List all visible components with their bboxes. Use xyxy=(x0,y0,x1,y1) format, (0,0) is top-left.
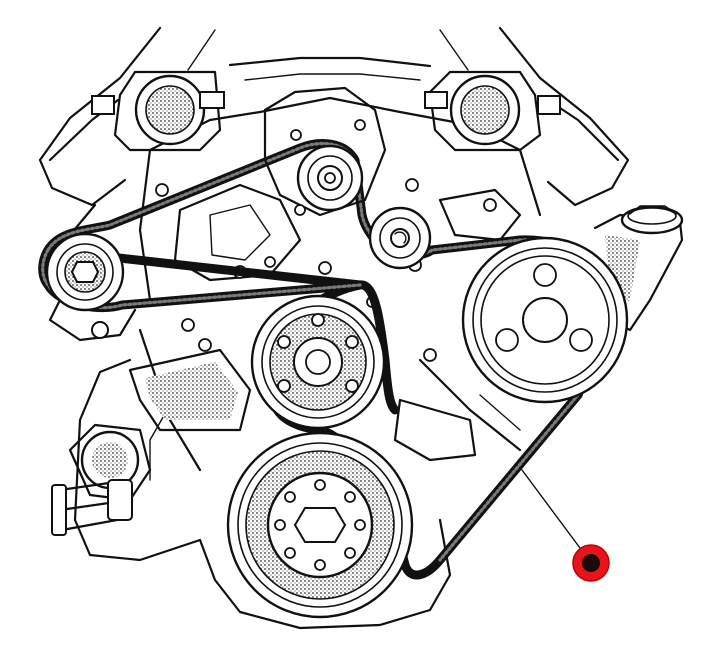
throttle-body-left xyxy=(91,70,225,152)
marker-core xyxy=(582,554,600,572)
crankshaft-pulley xyxy=(226,431,414,619)
throttle-body-right xyxy=(424,70,561,152)
engine-block-outline xyxy=(38,26,630,630)
callout-leader-line xyxy=(521,469,581,549)
belt-callout xyxy=(521,469,610,582)
alternator-pulley xyxy=(45,232,137,342)
idler-pulley xyxy=(368,206,432,270)
lower-left-accessory xyxy=(51,423,152,536)
water-pump-pulley xyxy=(263,86,387,217)
power-steering-pulley xyxy=(461,236,629,404)
tensioner-pulley xyxy=(250,294,386,430)
